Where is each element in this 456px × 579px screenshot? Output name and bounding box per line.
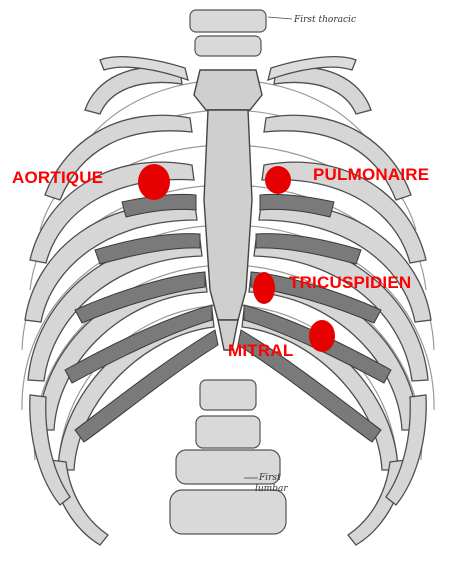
first-lumbar-label-line2: lumbar (255, 484, 288, 494)
pulmonary-point-dot (265, 166, 291, 194)
tricuspid-point-dot (253, 272, 275, 304)
tricuspid-label: TRICUSPIDIEN (289, 273, 411, 292)
pulmonary-label: PULMONAIRE (313, 165, 429, 184)
mitral-label: MITRAL (228, 341, 293, 360)
first-thoracic-label: First thoracic (293, 15, 356, 25)
sternum-body (204, 110, 252, 320)
aortic-point-dot (138, 164, 170, 200)
first-thoracic-leader (268, 17, 292, 19)
first-lumbar-label-line1: First (258, 473, 281, 483)
mitral-point-dot (309, 320, 335, 352)
manubrium (194, 70, 262, 110)
aortic-label: AORTIQUE (12, 168, 103, 187)
